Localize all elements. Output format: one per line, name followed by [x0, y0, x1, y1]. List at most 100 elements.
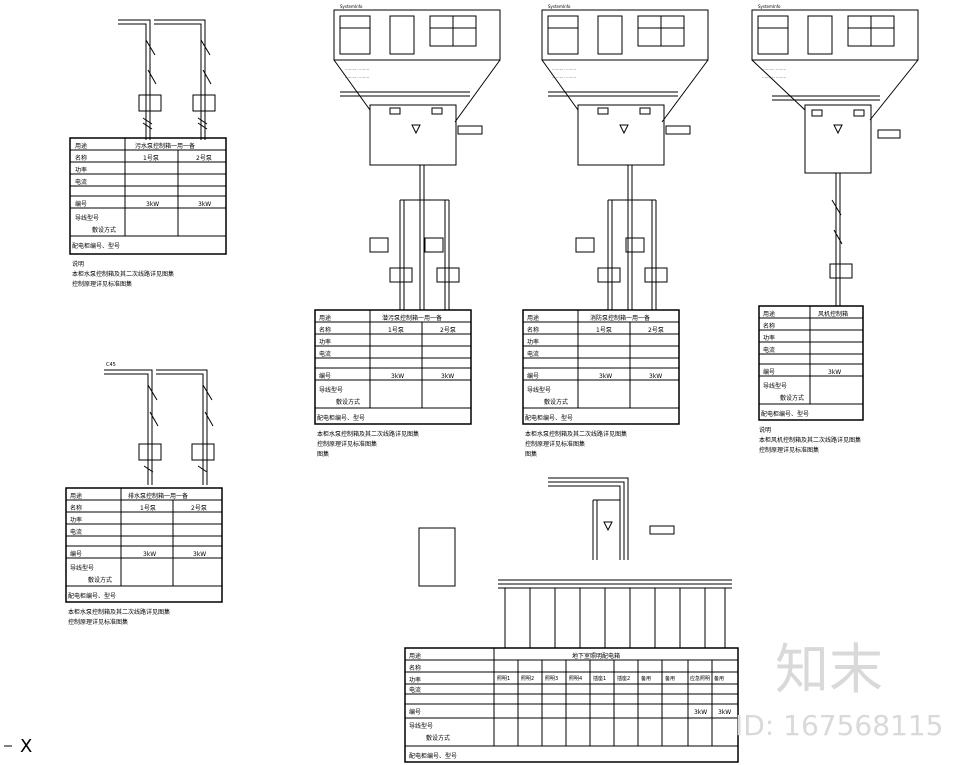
- svg-text:SystemInfo: SystemInfo: [340, 4, 363, 9]
- svg-text:编号: 编号: [319, 372, 331, 380]
- panel-3-note-2: 控制原理详见标准图集: [317, 440, 377, 448]
- panel-1-label-b: 2号泵: [196, 155, 212, 162]
- svg-text:用途: 用途: [70, 492, 82, 500]
- svg-text:电流: 电流: [763, 346, 775, 354]
- svg-text:功率: 功率: [75, 166, 87, 174]
- svg-text:电流: 电流: [319, 350, 331, 358]
- axis-marker: X: [20, 736, 32, 757]
- svg-text:配电柜编号、型号: 配电柜编号、型号: [761, 410, 809, 418]
- panel-3-rating-b: 3kW: [441, 373, 454, 380]
- panel-1-rating-b: 3kW: [198, 201, 211, 208]
- panel-5-note-2: 控制原理详见标准图集: [759, 446, 819, 454]
- panel-3-label-a: 1号泵: [388, 327, 404, 334]
- svg-text:名称: 名称: [527, 326, 539, 334]
- panel-6-column-labels: 照明1 照明2 照明3 照明4 插座1 插座2 备用 备用 应急照明 备用: [497, 675, 724, 682]
- svg-text:配电柜编号、型号: 配电柜编号、型号: [409, 752, 457, 760]
- panel-1-title: 污水泵控制箱一用一备: [135, 142, 195, 150]
- panel-4-note-1: 本柜水泵控制箱及其二次线路详见图集: [525, 430, 627, 438]
- svg-text:SystemInfo: SystemInfo: [548, 4, 571, 9]
- svg-text:名称: 名称: [70, 504, 82, 512]
- panel-1-note-1: 本柜水泵控制箱及其二次线路详见图集: [72, 270, 174, 278]
- svg-text:功率: 功率: [319, 338, 331, 346]
- panel-6-rating-a: 3kW: [694, 709, 707, 716]
- svg-text:电流: 电流: [75, 178, 87, 186]
- svg-text:敷设方式: 敷设方式: [336, 398, 360, 406]
- svg-text:.......... ........: .......... ........: [762, 74, 786, 79]
- svg-text:编号: 编号: [75, 200, 87, 208]
- panel-6-col-label: 照明4: [569, 676, 582, 682]
- svg-text:用途: 用途: [319, 314, 331, 322]
- panel-6-schematic: 用途 名称 功率 电流 编号 导线型号 敷设方式 配电柜编号、型号 地下室照明配…: [404, 477, 739, 763]
- panel-3-label-b: 2号泵: [440, 327, 456, 334]
- svg-text:配电柜编号、型号: 配电柜编号、型号: [68, 592, 116, 600]
- watermark-logo: 知末: [775, 638, 883, 701]
- panel-5-schematic: SystemInfo .......... ........ .........…: [751, 4, 919, 454]
- panel-6-col-label: 照明2: [521, 676, 534, 682]
- svg-text:功率: 功率: [763, 334, 775, 342]
- panel-4-schematic: SystemInfo .......... ........ .........…: [522, 4, 709, 458]
- svg-text:功率: 功率: [409, 676, 421, 684]
- svg-text:导线型号: 导线型号: [409, 722, 433, 730]
- panel-1-note-2: 控制原理详见标准图集: [72, 280, 132, 288]
- svg-text:名称: 名称: [75, 154, 87, 162]
- panel-4-label-b: 2号泵: [648, 327, 664, 334]
- panel-2-note-1: 本柜水泵控制箱及其二次线路详见图集: [68, 608, 170, 616]
- svg-text:.......... ........: .......... ........: [345, 66, 369, 71]
- svg-text:功率: 功率: [527, 338, 539, 346]
- panel-1-rating-a: 3kW: [146, 201, 159, 208]
- panel-1-schematic: 用途 名称 功率 电流 编号 导线型号 敷设方式 配电柜编号、型号 污水泵控制箱…: [69, 19, 227, 288]
- svg-text:功率: 功率: [70, 516, 82, 524]
- svg-text:导线型号: 导线型号: [763, 382, 787, 390]
- svg-text:名称: 名称: [409, 664, 421, 672]
- svg-text:编号: 编号: [70, 550, 82, 558]
- svg-text:敷设方式: 敷设方式: [544, 398, 568, 406]
- panel-3-note-1: 本柜水泵控制箱及其二次线路详见图集: [317, 430, 419, 438]
- svg-text:编号: 编号: [527, 372, 539, 380]
- svg-text:用途: 用途: [763, 310, 775, 318]
- svg-text:敷设方式: 敷设方式: [92, 226, 116, 234]
- svg-text:导线型号: 导线型号: [75, 214, 99, 222]
- svg-text:编号: 编号: [409, 708, 421, 716]
- svg-text:导线型号: 导线型号: [70, 564, 94, 572]
- panel-4-note-3: 图集: [525, 450, 537, 458]
- panel-3-note-3: 图集: [317, 450, 329, 458]
- svg-text:配电柜编号、型号: 配电柜编号、型号: [525, 414, 573, 422]
- svg-text:电流: 电流: [527, 350, 539, 358]
- svg-text:.......... ........: .......... ........: [552, 66, 576, 71]
- panel-4-note-2: 控制原理详见标准图集: [525, 440, 585, 448]
- panel-6-branches: [504, 588, 726, 648]
- panel-3-schematic: SystemInfo .......... ........ .........…: [314, 4, 501, 458]
- panel-5-title: 风机控制箱: [818, 310, 848, 318]
- panel-2-note-2: 控制原理详见标准图集: [68, 618, 128, 626]
- svg-text:.......... ........: .......... ........: [345, 74, 369, 79]
- svg-text:敷设方式: 敷设方式: [426, 734, 450, 742]
- panel-6-col-label: 照明3: [545, 676, 558, 682]
- panel-6-col-label: 备用: [641, 675, 651, 682]
- panel-2-label-b: 2号泵: [191, 505, 207, 512]
- panel-6-rating-b: 3kW: [718, 709, 731, 716]
- svg-text:电流: 电流: [409, 686, 421, 694]
- panel-6-col-label: 备用: [714, 675, 724, 682]
- panel-6-title: 地下室照明配电箱: [572, 652, 620, 660]
- panel-4-label-a: 1号泵: [596, 327, 612, 334]
- svg-text:用途: 用途: [527, 314, 539, 322]
- watermark-id: ID: 167568115: [735, 709, 943, 742]
- svg-text:电流: 电流: [70, 528, 82, 536]
- panel-4-rating-b: 3kW: [649, 373, 662, 380]
- panel-5-note-title: 说明: [759, 426, 771, 434]
- panel-4-title: 消防泵控制箱一用一备: [590, 314, 650, 322]
- svg-text:配电柜编号、型号: 配电柜编号、型号: [317, 414, 365, 422]
- svg-text:导线型号: 导线型号: [319, 386, 343, 394]
- svg-text:编号: 编号: [763, 368, 775, 376]
- panel-6-col-label: 插座1: [593, 675, 606, 682]
- panel-1-label-a: 1号泵: [143, 155, 159, 162]
- svg-text:SystemInfo: SystemInfo: [758, 4, 781, 9]
- panel-6-col-label: 应急照明: [690, 675, 710, 682]
- svg-text:导线型号: 导线型号: [527, 386, 551, 394]
- panel-2-schematic: C45 用途 名称 功率 电流 编号 导线型号 敷设方式 配电柜编号、型号 排水…: [65, 362, 223, 626]
- panel-6-col-label: 照明1: [497, 676, 510, 682]
- svg-text:.......... ........: .......... ........: [762, 66, 786, 71]
- svg-text:用途: 用途: [409, 652, 421, 660]
- panel-2-rating-a: 3kW: [143, 551, 156, 558]
- panel-5-rating-a: 3kW: [828, 369, 841, 376]
